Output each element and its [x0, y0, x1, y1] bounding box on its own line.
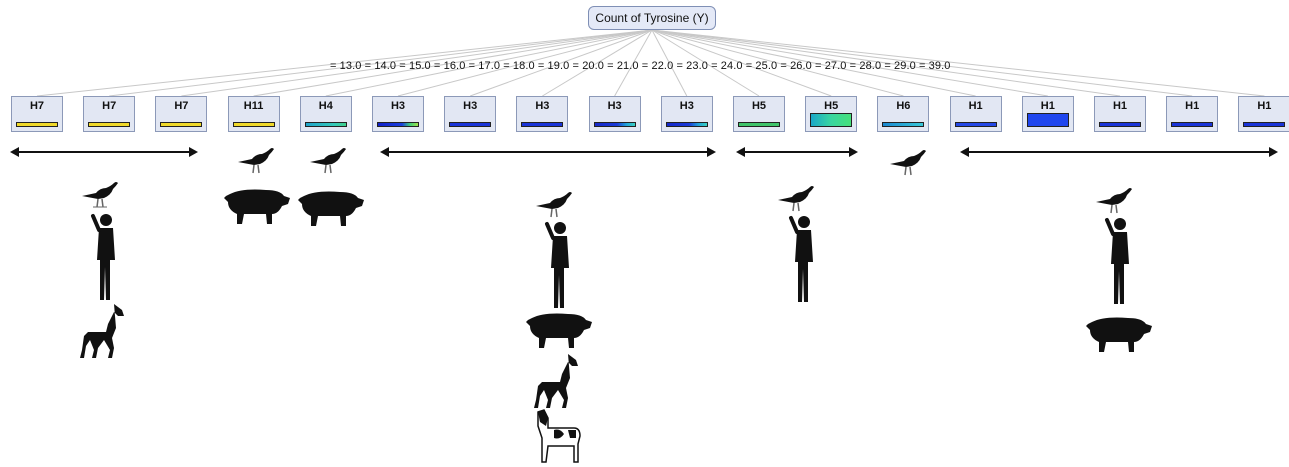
- leaf-node-1[interactable]: H7: [83, 96, 136, 132]
- leaf-node-10[interactable]: H5: [733, 96, 785, 132]
- bird-icon: [1096, 188, 1132, 214]
- leaf-label: H1: [1040, 100, 1055, 112]
- leaf-node-4[interactable]: H4: [299, 96, 352, 132]
- leaf-node-17[interactable]: H1: [1238, 96, 1289, 132]
- bird-icon: [82, 182, 118, 208]
- bird-icon: [536, 192, 572, 218]
- range-arrow-h1: [960, 146, 1278, 158]
- leaf-label: H1: [1185, 100, 1200, 112]
- leaf-node-9[interactable]: H3: [660, 96, 713, 132]
- tree-edge: [325, 29, 653, 97]
- root-label: Count of Tyrosine (Y): [595, 11, 709, 25]
- human-icon: [1105, 218, 1129, 304]
- leaf-label: H1: [968, 100, 983, 112]
- horse-icon: [534, 354, 578, 408]
- leaf-node-8[interactable]: H3: [588, 96, 641, 132]
- tree-edge: [36, 29, 653, 97]
- leaf-node-15[interactable]: H1: [1094, 96, 1146, 132]
- range-arrow-h3: [380, 146, 716, 158]
- distribution-bar: [1171, 122, 1214, 127]
- tree-edge: [109, 29, 653, 97]
- root-node[interactable]: Count of Tyrosine (Y): [588, 6, 716, 30]
- leaf-node-0[interactable]: H7: [11, 96, 63, 132]
- tree-edge: [651, 29, 688, 97]
- leaf-node-11[interactable]: H5: [805, 96, 858, 132]
- distribution-bar: [665, 122, 708, 127]
- leaf-label: H1: [1112, 100, 1128, 112]
- leaf-node-5[interactable]: H3: [372, 96, 424, 132]
- pig-icon: [224, 189, 290, 224]
- pig-icon: [526, 313, 592, 348]
- tree-edge: [397, 29, 653, 97]
- tree-edge: [614, 29, 653, 97]
- distribution-bar: [810, 113, 853, 127]
- leaf-label: H7: [102, 100, 117, 112]
- tree-edge: [651, 29, 832, 97]
- dog-icon: [537, 409, 581, 463]
- leaf-node-13[interactable]: H1: [949, 96, 1002, 132]
- distribution-bar: [304, 122, 347, 127]
- distribution-bar: [449, 122, 492, 127]
- leaf-label: H5: [824, 100, 839, 112]
- distribution-bar: [1026, 113, 1069, 127]
- tree-edge: [651, 29, 1048, 97]
- tree-edge: [651, 29, 904, 97]
- tree-edge: [542, 29, 653, 97]
- leaf-label: H3: [607, 100, 622, 112]
- distribution-bar: [88, 122, 131, 127]
- leaf-label: H3: [679, 100, 694, 112]
- tree-edge: [253, 29, 653, 97]
- pig-icon: [1086, 317, 1152, 352]
- leaf-label: H3: [535, 100, 550, 112]
- distribution-bar: [521, 122, 564, 127]
- leaf-node-14[interactable]: H1: [1021, 96, 1074, 132]
- human-icon: [91, 214, 115, 300]
- bird-icon: [238, 148, 274, 174]
- pig-icon: [298, 191, 364, 226]
- distribution-bar: [377, 122, 419, 127]
- distribution-bar: [954, 122, 997, 127]
- distribution-bar: [16, 122, 58, 127]
- leaf-label: H7: [174, 100, 189, 112]
- bird-icon: [310, 148, 346, 174]
- tree-edge: [651, 29, 760, 97]
- leaf-label: H6: [896, 100, 911, 112]
- leaf-node-6[interactable]: H3: [444, 96, 497, 132]
- leaf-label: H5: [751, 100, 767, 112]
- leaf-label: H1: [1257, 100, 1272, 112]
- horse-icon: [80, 304, 124, 358]
- distribution-bar: [160, 122, 203, 127]
- leaf-node-3[interactable]: H11: [227, 96, 280, 132]
- leaf-label: H7: [29, 100, 45, 112]
- leaf-label: H3: [390, 100, 406, 112]
- tree-edge: [181, 29, 653, 97]
- split-conditions: = 13.0 = 14.0 = 15.0 = 16.0 = 17.0 = 18.…: [330, 60, 951, 72]
- human-icon: [789, 216, 813, 302]
- range-arrow-h5: [736, 146, 858, 158]
- distribution-bar: [882, 122, 925, 127]
- distribution-bar: [1243, 122, 1286, 127]
- distribution-bar: [738, 122, 780, 127]
- leaf-node-7[interactable]: H3: [516, 96, 569, 132]
- leaf-label: H3: [463, 100, 478, 112]
- tree-edge: [651, 29, 1265, 97]
- human-icon: [545, 222, 569, 308]
- tree-edge: [470, 29, 653, 97]
- leaf-node-2[interactable]: H7: [155, 96, 208, 132]
- leaf-label: H11: [243, 100, 264, 112]
- bird-icon: [778, 186, 814, 212]
- leaf-node-12[interactable]: H6: [877, 96, 930, 132]
- tree-edge: [651, 29, 1121, 97]
- distribution-bar: [593, 122, 636, 127]
- bird-icon: [890, 150, 926, 176]
- distribution-bar: [1099, 122, 1141, 127]
- distribution-bar: [232, 122, 275, 127]
- tree-edge: [651, 29, 976, 97]
- tree-edge: [651, 29, 1193, 97]
- leaf-label: H4: [318, 100, 333, 112]
- range-arrow-h7: [10, 146, 198, 158]
- leaf-node-16[interactable]: H1: [1166, 96, 1219, 132]
